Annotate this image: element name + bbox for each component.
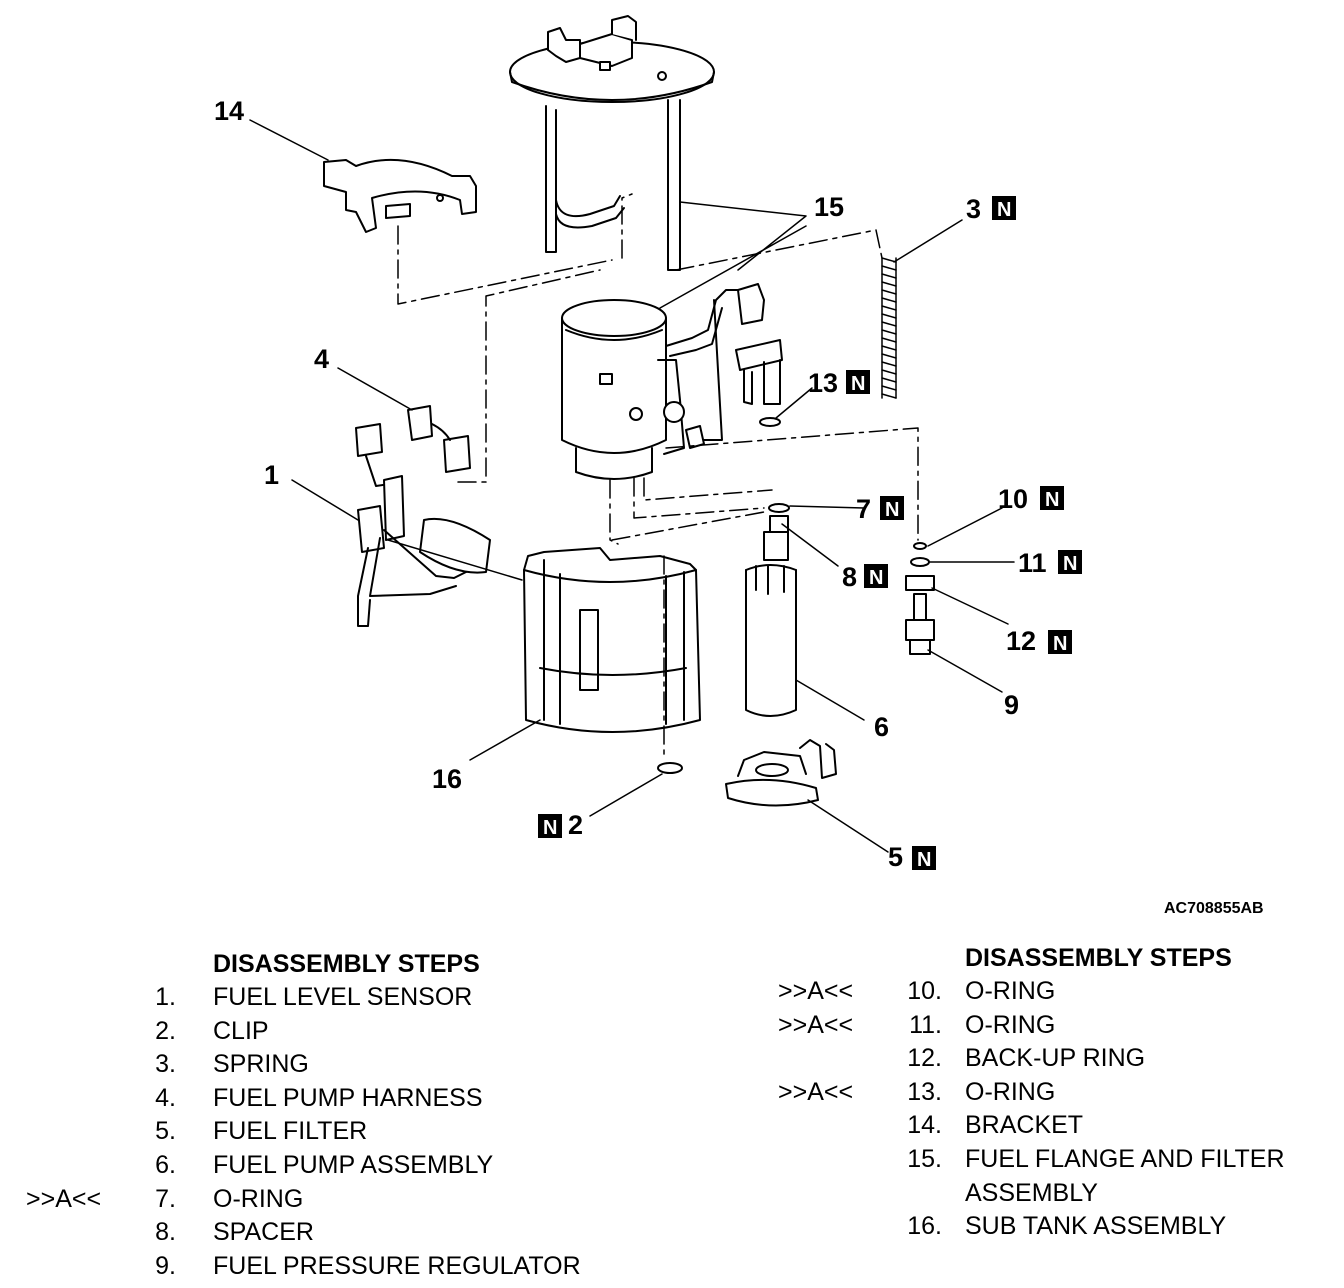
step-row-12: 12.BACK-UP RING [907, 1044, 1146, 1073]
n-badge-11: N [1058, 550, 1082, 575]
o-ring-7-part [768, 503, 790, 513]
fuel-filter-part [725, 739, 837, 807]
step-row-15: 15.FUEL FLANGE AND FILTER [907, 1144, 1285, 1173]
step-row-11: >>A<<11.O-RING [778, 1010, 1056, 1039]
n-badge-8: N [864, 564, 888, 589]
step-row-2: 2.CLIP [155, 1016, 269, 1045]
spring-part [881, 257, 897, 399]
n-badge-10: N [1040, 486, 1064, 511]
n-badge-12: N [1048, 630, 1072, 655]
step-row-8: 8.SPACER [155, 1218, 314, 1247]
svg-text:N: N [1053, 633, 1067, 655]
step-row-1: 1.FUEL LEVEL SENSOR [155, 983, 473, 1011]
svg-text:N: N [543, 817, 557, 839]
callout-11: 11 [1018, 548, 1047, 578]
n-badge-13: N [846, 370, 870, 395]
steps-heading-right: DISASSEMBLY STEPS [965, 944, 1232, 972]
step-row-7: >>A<<7.O-RING [26, 1184, 304, 1213]
step-row-10: >>A<<10.O-RING [778, 977, 1056, 1005]
clip-part [657, 762, 683, 774]
steps-heading-left: DISASSEMBLY STEPS [213, 950, 480, 978]
fuel-flange-part [509, 15, 715, 271]
spacer-part [769, 515, 789, 533]
step-row-6: 6.FUEL PUMP ASSEMBLY [155, 1150, 494, 1179]
figure-code: AC708855AB [1164, 900, 1264, 917]
o-ring-13-part [759, 417, 781, 427]
bracket-part [323, 158, 477, 233]
step-row-4: 4.FUEL PUMP HARNESS [155, 1083, 483, 1112]
exploded-view-diagram: 14 15 3 4 13 1 10 7 11 8 12 9 6 16 2 5 N… [214, 15, 1264, 917]
callout-7: 7 [856, 494, 871, 524]
n-badge-2: N [538, 814, 562, 839]
svg-text:N: N [1063, 553, 1077, 575]
step-row-9: 9.FUEL PRESSURE REGULATOR [155, 1251, 581, 1280]
callout-1: 1 [264, 460, 279, 490]
callout-14: 14 [214, 96, 244, 126]
svg-text:N: N [869, 567, 883, 589]
callout-3: 3 [966, 194, 981, 224]
callout-5: 5 [888, 842, 903, 872]
fuel-pump-harness-part [407, 405, 471, 473]
step-row-15-continued: ASSEMBLY [965, 1178, 1098, 1207]
step-row-5: 5.FUEL FILTER [155, 1117, 368, 1146]
fuel-level-sensor-part [355, 423, 491, 627]
pressure-regulator-part [905, 542, 935, 655]
step-row-14: 14.BRACKET [907, 1111, 1084, 1140]
filter-housing-part [561, 283, 783, 480]
svg-text:N: N [851, 373, 865, 395]
n-badge-7: N [880, 496, 904, 521]
sub-tank-part [523, 547, 701, 733]
callout-2: 2 [568, 810, 583, 840]
callout-10: 10 [998, 484, 1028, 514]
n-badge-5: N [912, 846, 936, 871]
svg-text:N: N [997, 199, 1011, 221]
disassembly-steps-right: DISASSEMBLY STEPS >>A<<10.O-RING >>A<<11… [760, 942, 1344, 1244]
callout-15: 15 [814, 192, 844, 222]
disassembly-steps-left: DISASSEMBLY STEPS 1.FUEL LEVEL SENSOR 2.… [0, 948, 660, 1283]
fuel-pump-assembly-part [745, 531, 797, 717]
callout-13: 13 [808, 368, 838, 398]
step-row-16: 16.SUB TANK ASSEMBLY [907, 1212, 1227, 1241]
n-badge-3: N [992, 196, 1016, 221]
step-row-13: >>A<<13.O-RING [778, 1077, 1056, 1106]
callout-8: 8 [842, 562, 857, 592]
callout-9: 9 [1004, 690, 1019, 720]
callout-16: 16 [432, 764, 462, 794]
callout-6: 6 [874, 712, 889, 742]
callout-4: 4 [314, 344, 329, 374]
step-row-3: 3.SPRING [155, 1050, 309, 1079]
svg-text:N: N [1045, 489, 1059, 511]
svg-text:N: N [917, 849, 931, 871]
callout-12: 12 [1006, 626, 1036, 656]
svg-text:N: N [885, 499, 899, 521]
